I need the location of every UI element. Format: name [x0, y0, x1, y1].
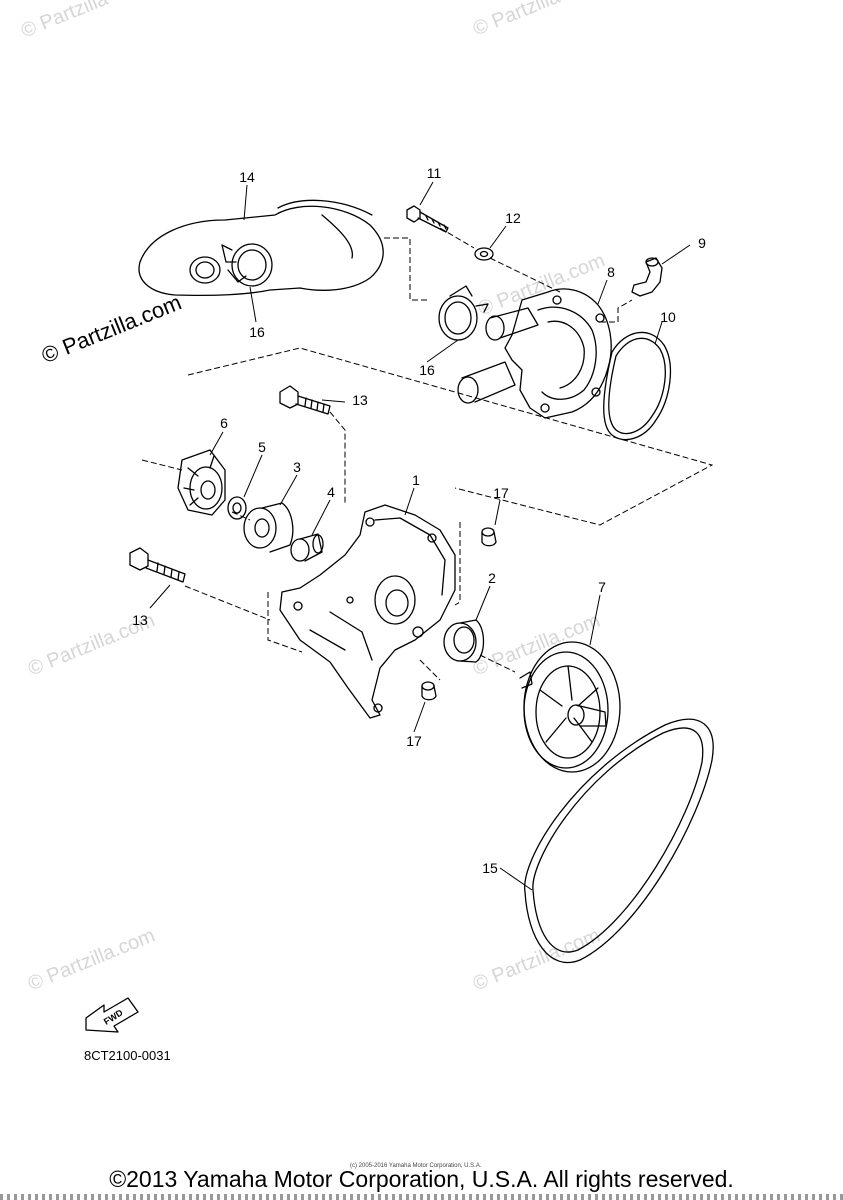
callout-13-lower: 13 — [132, 612, 148, 628]
part-seal-3 — [243, 502, 294, 553]
callout-2: 2 — [488, 570, 496, 586]
callout-6: 6 — [220, 415, 228, 431]
callout-1: 1 — [412, 472, 420, 488]
diagram-code: 8CT2100-0031 — [84, 1048, 171, 1063]
part-dowel-17-upper — [481, 527, 497, 547]
part-fitting-9 — [631, 257, 663, 297]
callout-5: 5 — [258, 439, 266, 455]
part-pulley-7 — [519, 641, 621, 773]
part-bolt-13-upper — [279, 385, 331, 415]
callout-8: 8 — [607, 264, 615, 280]
part-hose-15 — [138, 199, 384, 296]
part-hose-clamp-16-upper — [221, 243, 273, 287]
part-washer-12 — [474, 247, 494, 261]
part-pump-housing-1 — [279, 504, 456, 719]
part-belt-14 — [524, 718, 714, 963]
part-bolt-11 — [406, 205, 449, 233]
callout-14: 15 — [482, 860, 498, 876]
part-hose-clamp-16-lower — [438, 285, 489, 341]
callout-12: 12 — [505, 210, 521, 226]
callout-10: 10 — [660, 309, 676, 325]
part-washer-5 — [227, 496, 247, 520]
front-arrow-label: FWD — [102, 1007, 125, 1027]
part-bearing-2 — [443, 619, 485, 663]
callout-3: 3 — [293, 459, 301, 475]
callout-11: 11 — [426, 165, 442, 181]
bottom-cut-text-strip — [0, 1194, 843, 1200]
copyright-notice: ©2013 Yamaha Motor Corporation, U.S.A. A… — [109, 1166, 734, 1192]
part-bushing-4 — [290, 533, 324, 562]
part-gasket-10 — [603, 331, 672, 441]
callout-15: 14 — [239, 169, 255, 185]
callout-4: 4 — [327, 484, 335, 500]
callout-17-lower: 17 — [406, 733, 422, 749]
callout-17-upper: 17 — [493, 485, 509, 501]
callout-16-upper: 16 — [249, 324, 265, 340]
part-pump-cover-8 — [457, 288, 612, 419]
part-dowel-17-lower — [421, 681, 437, 701]
callout-9: 9 — [698, 235, 706, 251]
callout-13-upper: 13 — [352, 392, 368, 408]
callout-16-lower: 16 — [419, 362, 435, 378]
callout-7: 7 — [598, 579, 606, 595]
front-direction-arrow — [85, 997, 139, 1033]
part-bolt-13-lower — [129, 547, 186, 583]
tiny-copyright: (c) 2005-2016 Yamaha Motor Corporation, … — [350, 1163, 482, 1169]
part-impeller-6 — [177, 449, 226, 516]
